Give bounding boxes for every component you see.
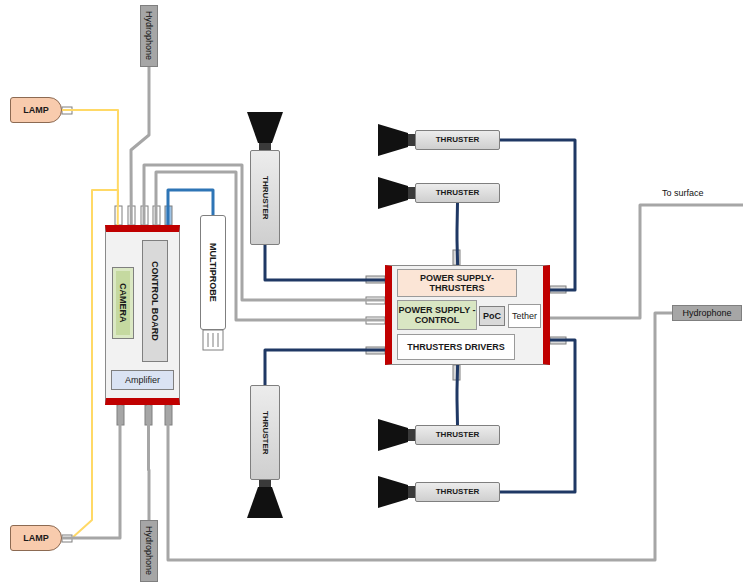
cable-label: To surface <box>660 188 706 198</box>
thruster: THRUSTER <box>415 130 500 150</box>
power-housing: POWER SUPPLY- THRUSTERS POWER SUPPLY - CO… <box>385 265 550 365</box>
cable <box>456 203 460 265</box>
node-label: LAMP <box>23 533 49 543</box>
cable <box>131 67 149 225</box>
cable <box>168 313 672 560</box>
node-label: THRUSTER <box>436 430 480 439</box>
cable <box>147 405 151 520</box>
drivers-box: THRUSTERS DRIVERS <box>397 334 515 360</box>
hydrophone: Hydrophone <box>140 5 158 67</box>
node-label: CAMERA <box>118 283 128 323</box>
tether-box: Tether <box>508 304 541 328</box>
node-label: Hydrophone <box>682 308 731 318</box>
node-label: CONTROL BOARD <box>150 261 160 341</box>
node-label: THRUSTER <box>436 188 480 197</box>
node-label: MULTIPROBE <box>208 243 218 302</box>
node-label: POWER SUPPLY - CONTROL <box>398 305 476 326</box>
tether-cable <box>550 205 743 318</box>
poc-box: PoC <box>479 306 505 326</box>
node-label: Hydrophone <box>144 11 154 60</box>
connector <box>62 107 566 542</box>
node-label: PoC <box>483 311 501 321</box>
multiprobe-tip <box>203 330 223 350</box>
thruster: THRUSTER <box>250 385 280 480</box>
camera: CAMERA <box>112 267 134 339</box>
cable <box>456 365 460 425</box>
thruster: THRUSTER <box>415 482 500 502</box>
node-label: LAMP <box>23 105 49 115</box>
power-supply-box: POWER SUPPLY - CONTROL <box>397 300 477 330</box>
cable <box>62 110 118 225</box>
multiprobe: MULTIPROBE <box>200 215 226 330</box>
amplifier: Amplifier <box>111 370 174 390</box>
node-label: THRUSTER <box>260 176 269 220</box>
node-label: THRUSTER <box>260 411 269 455</box>
node-label: THRUSTER <box>436 487 480 496</box>
node-label: THRUSTER <box>436 135 480 144</box>
control-board: CONTROL BOARD <box>142 240 168 362</box>
hydrophone: Hydrophone <box>140 520 158 582</box>
lamp: LAMP <box>10 525 62 551</box>
cable <box>265 245 385 280</box>
node-label: Hydrophone <box>144 526 154 575</box>
power-supply-box: POWER SUPPLY- THRUSTERS <box>397 269 517 297</box>
node-label: Tether <box>512 311 537 321</box>
node-label: POWER SUPPLY- THRUSTERS <box>398 273 516 294</box>
control-housing: CONTROL BOARD CAMERA Amplifier <box>105 225 180 405</box>
thruster: THRUSTER <box>250 150 280 245</box>
node-label: THRUSTERS DRIVERS <box>407 342 505 352</box>
node-label: Amplifier <box>125 375 160 385</box>
thruster: THRUSTER <box>415 425 500 445</box>
lamp: LAMP <box>10 97 62 123</box>
thruster: THRUSTER <box>415 183 500 203</box>
cable <box>265 350 385 385</box>
cable <box>62 405 120 538</box>
hydrophone: Hydrophone <box>672 305 742 321</box>
